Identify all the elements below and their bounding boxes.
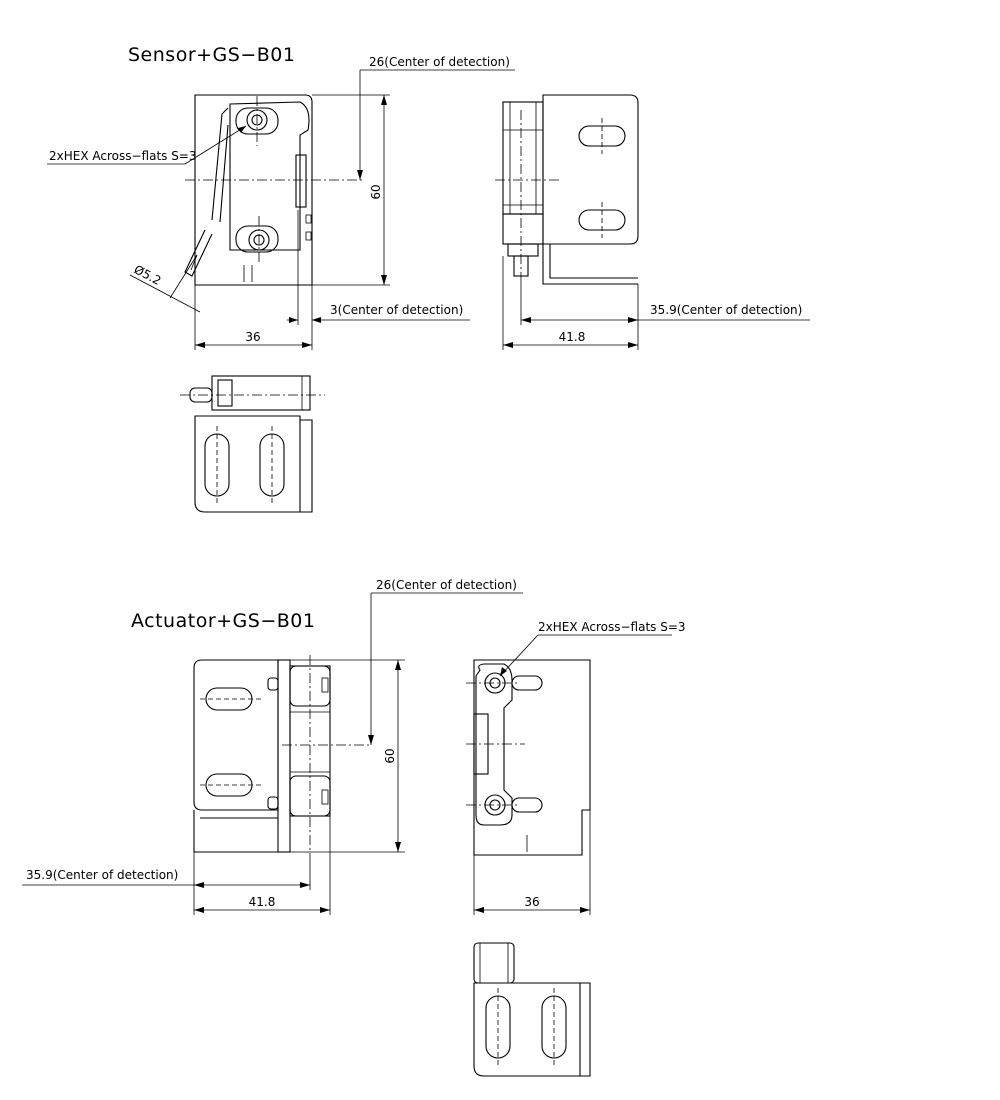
actuator-dim-center-26: 26(Center of detection) xyxy=(376,578,517,592)
actuator-dim-center-359: 35.9(Center of detection) xyxy=(26,868,178,882)
actuator-dim-height: 60 xyxy=(383,748,397,763)
sensor-dim-center-359: 35.9(Center of detection) xyxy=(650,303,802,317)
sensor-dim-center-3: 3(Center of detection) xyxy=(330,303,463,317)
actuator-side-view: 2xHEX Across−flats S=3 36 xyxy=(466,620,686,915)
sensor-title: Sensor+GS−B01 xyxy=(128,44,295,66)
sensor-dim-width-418: 41.8 xyxy=(559,330,586,344)
actuator-dim-width-36: 36 xyxy=(524,895,539,909)
sensor-top-view xyxy=(180,375,325,513)
actuator-front-view: 26(Center of detection) 60 35.9(Center o… xyxy=(22,578,523,915)
sensor-dim-center-26: 26(Center of detection) xyxy=(369,55,510,69)
sensor-dim-width-36: 36 xyxy=(245,330,260,344)
actuator-hex-label: 2xHEX Across−flats S=3 xyxy=(538,620,686,634)
sensor-hex-label: 2xHEX Across−flats S=3 xyxy=(49,149,197,163)
actuator-title: Actuator+GS−B01 xyxy=(131,610,315,632)
actuator-top-view xyxy=(473,942,591,1077)
sensor-front-view: 2xHEX Across−flats S=3 Ø5.2 26(Center of… xyxy=(47,55,515,350)
actuator-dim-width-418: 41.8 xyxy=(249,895,276,909)
sensor-side-view: 35.9(Center of detection) 41.8 xyxy=(495,94,810,350)
sensor-dim-height: 60 xyxy=(369,184,383,199)
